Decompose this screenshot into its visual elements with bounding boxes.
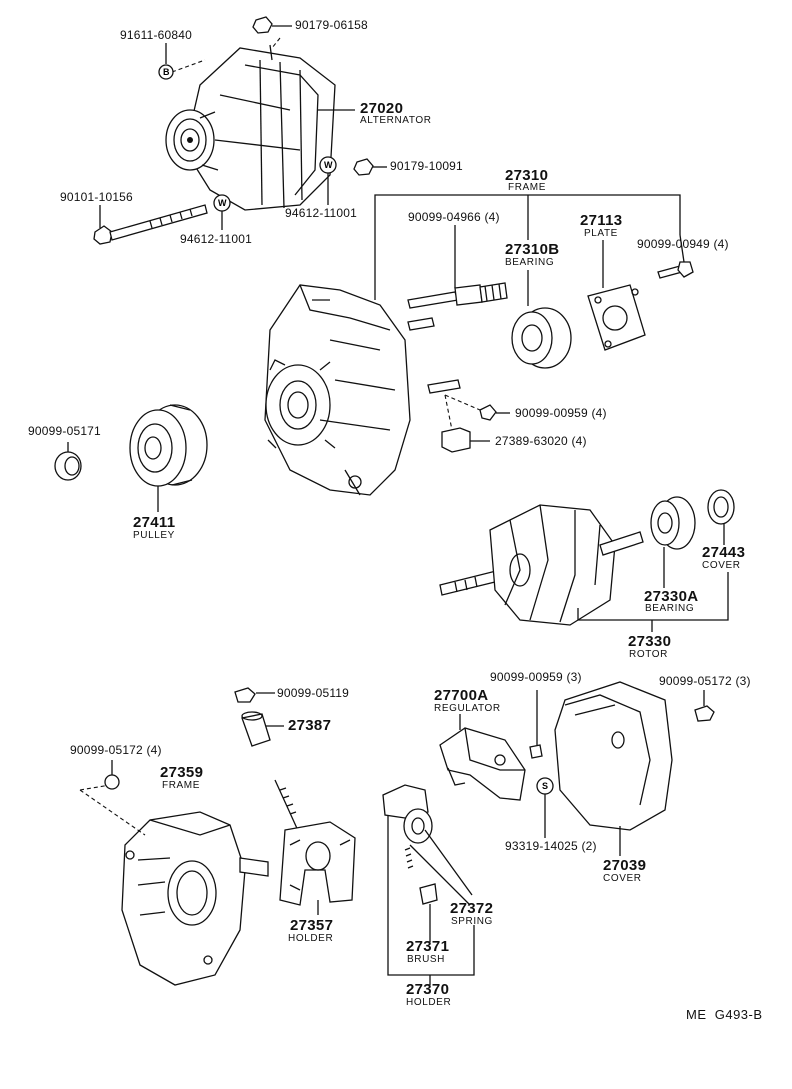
label-90099-00959-4: 90099-00959 (4) xyxy=(515,406,607,420)
bearing-27310b xyxy=(511,307,572,369)
regulator-27700a-drawing xyxy=(439,727,526,801)
holder-27357-drawing xyxy=(274,779,356,906)
cover-27039-drawing xyxy=(554,681,673,831)
label-90099-05119: 90099-05119 xyxy=(277,686,350,700)
label-94612-11001-b: 94612-11001 xyxy=(180,232,253,246)
name-alternator: ALTERNATOR xyxy=(360,115,432,126)
name-brush: BRUSH xyxy=(407,954,446,965)
name-holder-27357: HOLDER xyxy=(288,933,334,944)
label-90099-00959-3: 90099-00959 (3) xyxy=(490,670,582,684)
screw-90099-00959-a xyxy=(479,404,497,421)
label-27411: 27411 xyxy=(133,514,176,531)
insulator-27387 xyxy=(241,713,271,747)
nut-90099-05172-b xyxy=(694,705,715,722)
name-spring: SPRING xyxy=(451,916,493,927)
label-27330: 27330 xyxy=(628,633,672,650)
name-pulley: PULLEY xyxy=(133,530,175,541)
bolt-90101-10156 xyxy=(93,204,208,245)
label-27359: 27359 xyxy=(160,764,204,781)
name-bearing-27310b: BEARING xyxy=(505,257,555,268)
label-90099-05172-3: 90099-05172 (3) xyxy=(659,674,751,688)
name-cover-27443: COVER xyxy=(702,560,741,571)
label-90179-06158: 90179-06158 xyxy=(295,18,368,32)
alternator-assembly-drawing xyxy=(165,37,336,211)
label-90099-05172-4: 90099-05172 (4) xyxy=(70,743,162,757)
label-90099-00949: 90099-00949 (4) xyxy=(637,237,729,251)
bearing-27330a xyxy=(650,496,696,550)
label-90099-04966: 90099-04966 (4) xyxy=(408,210,500,224)
svg-text:W: W xyxy=(324,160,333,170)
label-27371: 27371 xyxy=(406,938,450,955)
cover-27443 xyxy=(707,489,735,525)
name-frame-27359: FRAME xyxy=(162,780,200,791)
label-90101-10156: 90101-10156 xyxy=(60,190,133,204)
name-bearing-27330a: BEARING xyxy=(645,603,695,614)
label-27370: 27370 xyxy=(406,981,450,998)
label-27389-63020: 27389-63020 (4) xyxy=(495,434,587,448)
label-27357: 27357 xyxy=(290,917,334,934)
label-27443: 27443 xyxy=(702,544,746,561)
insulator-27389-63020 xyxy=(441,427,471,453)
screw-90099-00959-b xyxy=(529,744,543,759)
nut-90099-05172-a xyxy=(104,774,120,790)
label-91611-60840: 91611-60840 xyxy=(120,28,193,42)
rotor-27330 xyxy=(439,504,644,626)
label-27330a: 27330A xyxy=(644,588,699,605)
svg-text:S: S xyxy=(542,781,548,791)
diagram-code: ME G493-B xyxy=(686,1007,763,1022)
name-regulator: REGULATOR xyxy=(434,703,501,714)
name-rotor: ROTOR xyxy=(629,649,668,660)
name-holder-27370: HOLDER xyxy=(406,997,452,1008)
name-plate: PLATE xyxy=(584,228,618,239)
name-frame-27310: FRAME xyxy=(508,182,546,193)
label-27387: 27387 xyxy=(288,717,332,734)
nut-90179-06158 xyxy=(252,16,273,34)
label-27310: 27310 xyxy=(505,167,549,184)
svg-text:W: W xyxy=(218,198,227,208)
spacer-90099-05171 xyxy=(54,451,82,481)
frame-27359-drawing xyxy=(121,811,269,986)
label-90099-05171: 90099-05171 xyxy=(28,424,101,438)
label-27372: 27372 xyxy=(450,900,494,917)
label-90179-10091: 90179-10091 xyxy=(390,159,463,173)
label-27113: 27113 xyxy=(580,212,623,229)
label-27310b: 27310B xyxy=(505,241,560,258)
plate-27113 xyxy=(587,284,646,351)
svg-text:B: B xyxy=(163,67,170,77)
marker-b-icon xyxy=(158,64,174,80)
nut-90179-10091 xyxy=(353,158,374,176)
stud-90099-04966 xyxy=(407,282,508,309)
label-94612-11001-a: 94612-11001 xyxy=(285,206,358,220)
label-93319-14025: 93319-14025 (2) xyxy=(505,839,597,853)
brush-holder-27370-drawing xyxy=(382,784,438,905)
label-27039: 27039 xyxy=(603,857,647,874)
label-27020: 27020 xyxy=(360,100,404,117)
label-27700a: 27700A xyxy=(434,687,489,704)
frame-27310-drawing xyxy=(264,284,461,496)
nut-90099-05119 xyxy=(234,687,256,703)
pulley-27411 xyxy=(129,404,208,487)
name-cover-27039: COVER xyxy=(603,873,642,884)
